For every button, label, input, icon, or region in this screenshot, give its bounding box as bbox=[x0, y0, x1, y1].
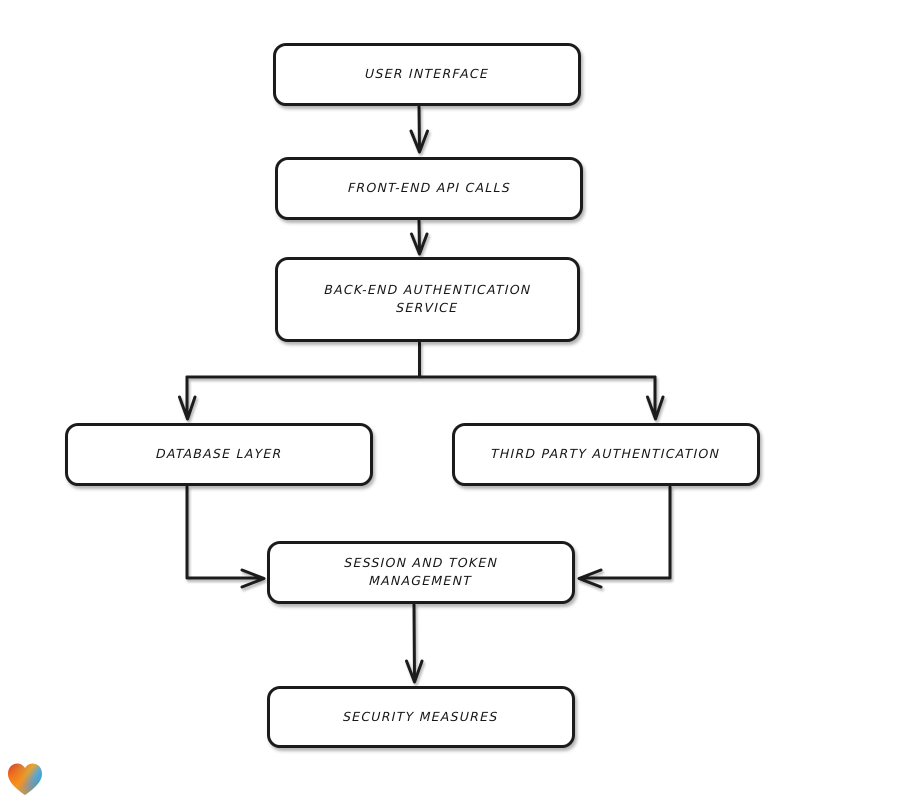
node-label-session-and-token-management: SESSION AND TOKEN MANAGEMENT bbox=[344, 555, 499, 589]
node-third-party-authentication[interactable]: THIRD PARTY AUTHENTICATION bbox=[452, 423, 760, 486]
node-user-interface[interactable]: USER INTERFACE bbox=[273, 43, 581, 106]
node-database-layer[interactable]: DATABASE LAYER bbox=[65, 423, 373, 486]
edge-back-end-split-bar bbox=[185, 341, 657, 379]
edge-third-party-to-session-management bbox=[577, 485, 672, 589]
node-label-third-party-authentication: THIRD PARTY AUTHENTICATION bbox=[491, 446, 721, 462]
node-security-measures[interactable]: SECURITY MEASURES bbox=[267, 686, 575, 748]
edge-front-end-api-calls-to-back-end-authentication-service bbox=[410, 219, 429, 256]
edge-session-management-to-security-measures bbox=[405, 603, 424, 684]
edge-user-interface-to-front-end-api-calls bbox=[409, 105, 429, 154]
node-label-user-interface: USER INTERFACE bbox=[364, 66, 490, 82]
node-front-end-api-calls[interactable]: FRONT-END API CALLS bbox=[275, 157, 583, 220]
node-back-end-authentication-service[interactable]: BACK-END AUTHENTICATION SERVICE bbox=[275, 257, 580, 342]
node-session-and-token-management[interactable]: SESSION AND TOKEN MANAGEMENT bbox=[267, 541, 575, 604]
node-label-back-end-authentication-service: BACK-END AUTHENTICATION SERVICE bbox=[324, 282, 532, 316]
node-label-security-measures: SECURITY MEASURES bbox=[343, 708, 499, 724]
edge-back-end-to-database-layer bbox=[178, 375, 197, 421]
edge-back-end-to-third-party-authentication bbox=[646, 375, 665, 421]
heart-icon bbox=[8, 763, 42, 795]
node-label-front-end-api-calls: FRONT-END API CALLS bbox=[347, 180, 511, 196]
node-label-database-layer: DATABASE LAYER bbox=[155, 446, 283, 462]
edge-database-layer-to-session-management bbox=[185, 485, 266, 589]
